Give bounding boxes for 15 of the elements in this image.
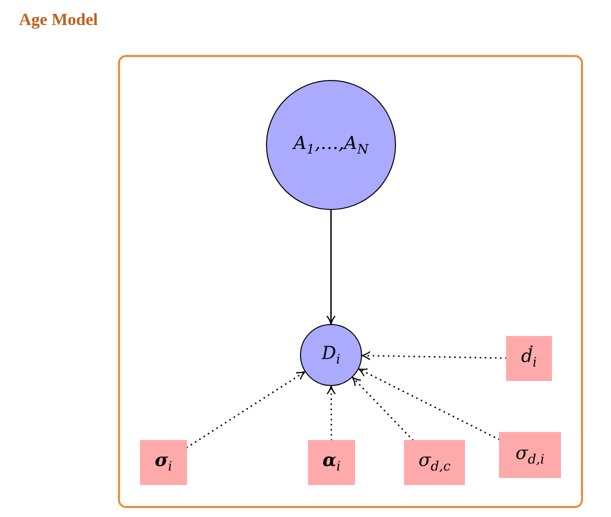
parameter-box: [308, 440, 355, 485]
parameter-box: [404, 440, 465, 485]
math-label: A$_{1}$,…,A$_{N}$: [293, 132, 369, 158]
math-label: σ$_{i}$: [154, 450, 172, 475]
variable-circle: [300, 324, 362, 386]
parameter-box: [140, 440, 187, 485]
math-label: σ$_{d,i}$: [516, 442, 544, 468]
frame-box: [118, 55, 583, 508]
parameter-box: [499, 432, 561, 478]
math-label: σ$_{d,c}$: [418, 450, 451, 475]
diagram-title: Age Model: [19, 10, 98, 30]
parameter-box: [506, 336, 552, 381]
math-label: D$_{i}$: [322, 342, 340, 368]
math-label: α$_{i}$: [322, 450, 341, 475]
math-label: ḋ$_{i}$: [521, 346, 537, 371]
